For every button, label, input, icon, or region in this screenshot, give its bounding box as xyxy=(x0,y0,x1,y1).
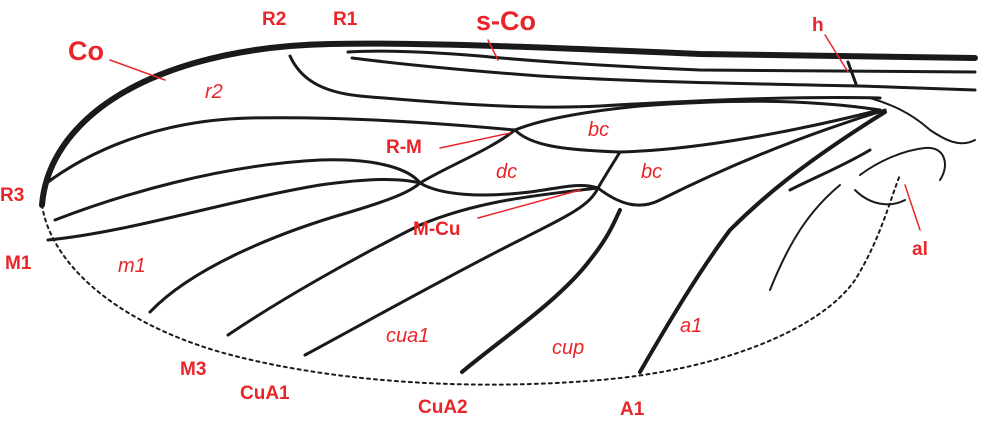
r1-label: R1 xyxy=(333,9,358,30)
cell-cup-label: cup xyxy=(552,337,585,359)
al-label: al xyxy=(912,239,928,260)
m3-vein xyxy=(148,181,422,314)
h-pointer xyxy=(824,34,849,73)
cua2-label: CuA2 xyxy=(418,397,468,418)
s-co-label: s-Co xyxy=(476,6,536,36)
co-pointer xyxy=(109,59,166,81)
al-pointer xyxy=(904,184,921,231)
m-cu-label: M-Cu xyxy=(413,219,461,240)
cell-a1-label: a1 xyxy=(680,315,703,337)
co-label: Co xyxy=(68,36,104,66)
dc-lower-vein xyxy=(418,181,600,197)
costa-vein xyxy=(39,40,978,208)
r3-vein xyxy=(42,116,517,187)
bc-upper-vein xyxy=(513,99,882,132)
m-upper-vein xyxy=(53,158,422,222)
m1-label: M1 xyxy=(5,253,32,274)
r3-label: R3 xyxy=(0,185,25,206)
rm-pointer xyxy=(439,132,511,149)
r2-label: R2 xyxy=(262,9,287,30)
bc-lower-vein xyxy=(513,108,882,154)
m1-vein xyxy=(46,177,422,242)
a1-vein xyxy=(638,110,887,374)
anal-vein-3 xyxy=(788,148,872,192)
cup-vein xyxy=(460,208,622,374)
cell-cua1-label: cua1 xyxy=(386,325,430,347)
mcu-pointer xyxy=(477,189,581,219)
subcosta-vein xyxy=(346,49,977,74)
alula-outline xyxy=(859,146,946,181)
r2-vein xyxy=(288,54,882,109)
cua2-vein xyxy=(303,186,600,357)
cu-stem-vein xyxy=(596,108,887,207)
anal-vein-2 xyxy=(769,184,841,291)
cell-bc-lower-label: bc xyxy=(641,161,663,183)
cell-dc-label: dc xyxy=(496,161,518,183)
wing-base xyxy=(869,97,976,145)
humeral-crossvein xyxy=(846,60,858,86)
r1-vein xyxy=(350,56,977,92)
a1-label: A1 xyxy=(620,399,645,420)
r-m-label: R-M xyxy=(386,137,422,158)
dc-right-vein xyxy=(596,150,622,190)
h-label: h xyxy=(812,15,824,36)
cell-m1-label: m1 xyxy=(118,255,146,277)
cua1-label: CuA1 xyxy=(240,383,290,404)
cell-r2-label: r2 xyxy=(205,81,223,103)
cell-bc-upper-label: bc xyxy=(588,119,610,141)
alula-edge xyxy=(854,189,906,206)
cua1-vein xyxy=(226,186,600,337)
wing-margin xyxy=(41,174,901,386)
dc-upper-vein xyxy=(418,128,517,185)
sco-pointer xyxy=(487,39,499,61)
m3-label: M3 xyxy=(180,359,207,380)
